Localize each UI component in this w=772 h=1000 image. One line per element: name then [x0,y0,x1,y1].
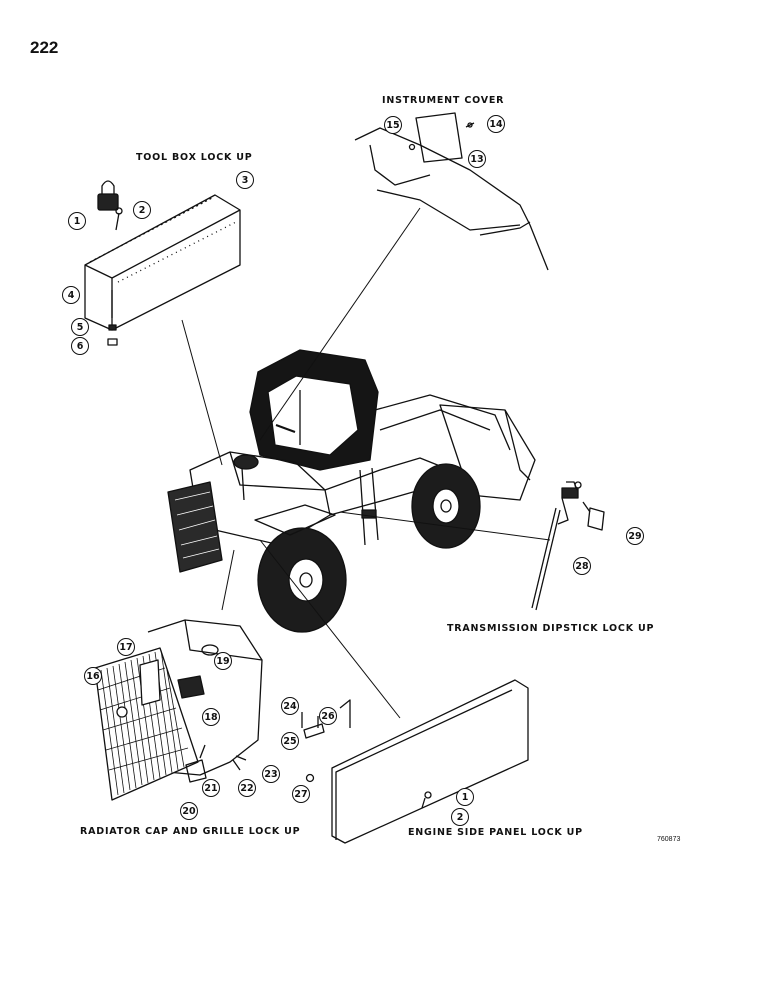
callout-29-dipstick: 29 [626,527,644,545]
dipstick-drawing [531,481,605,611]
callout-26-radiator: 26 [319,707,337,725]
callout-16-radiator: 16 [84,667,102,685]
radiator-cap-and-grille-lock-up-label: RADIATOR CAP AND GRILLE LOCK UP [80,826,301,837]
callout-20-radiator: 20 [180,802,198,820]
leader-lines [181,207,551,719]
callout-6-toolbox: 6 [71,337,89,355]
callout-1-side-panel: 1 [456,788,474,806]
instrument-cover-plate [415,112,463,163]
tool-box-lock-up-label: TOOL BOX LOCK UP [136,152,253,163]
callout-1-toolbox: 1 [68,212,86,230]
engine-side-panel-lock-up-label: ENGINE SIDE PANEL LOCK UP [408,827,583,838]
callout-23-radiator: 23 [262,765,280,783]
transmission-dipstick-lock-up-label: TRANSMISSION DIPSTICK LOCK UP [447,623,655,634]
callout-19-radiator: 19 [214,652,232,670]
callout-5-toolbox: 5 [71,318,89,336]
callout-15-instrument: 15 [384,116,402,134]
callout-14-instrument: 14 [487,115,505,133]
tool-box-drawing [84,180,241,346]
radiator-grille-drawing [94,619,263,801]
callout-17-radiator: 17 [117,638,135,656]
callout-2-toolbox: 2 [133,201,151,219]
page-number: 222 [30,38,59,57]
figure-code: 760873 [657,836,681,843]
side-panel-drawing [301,679,529,844]
callout-28-dipstick: 28 [573,557,591,575]
callout-3-toolbox: 3 [236,171,254,189]
callout-24-radiator: 24 [281,697,299,715]
instrument-cover-drawing [354,112,549,271]
callout-27-radiator: 27 [292,785,310,803]
callout-13-instrument: 13 [468,150,486,168]
callout-18-radiator: 18 [202,708,220,726]
loader-drawing [167,349,536,633]
callout-25-radiator: 25 [281,732,299,750]
callout-22-radiator: 22 [238,779,256,797]
callout-2-side-panel: 2 [451,808,469,826]
callout-21-radiator: 21 [202,779,220,797]
callout-4-toolbox: 4 [62,286,80,304]
instrument-cover-label: INSTRUMENT COVER [382,95,505,106]
